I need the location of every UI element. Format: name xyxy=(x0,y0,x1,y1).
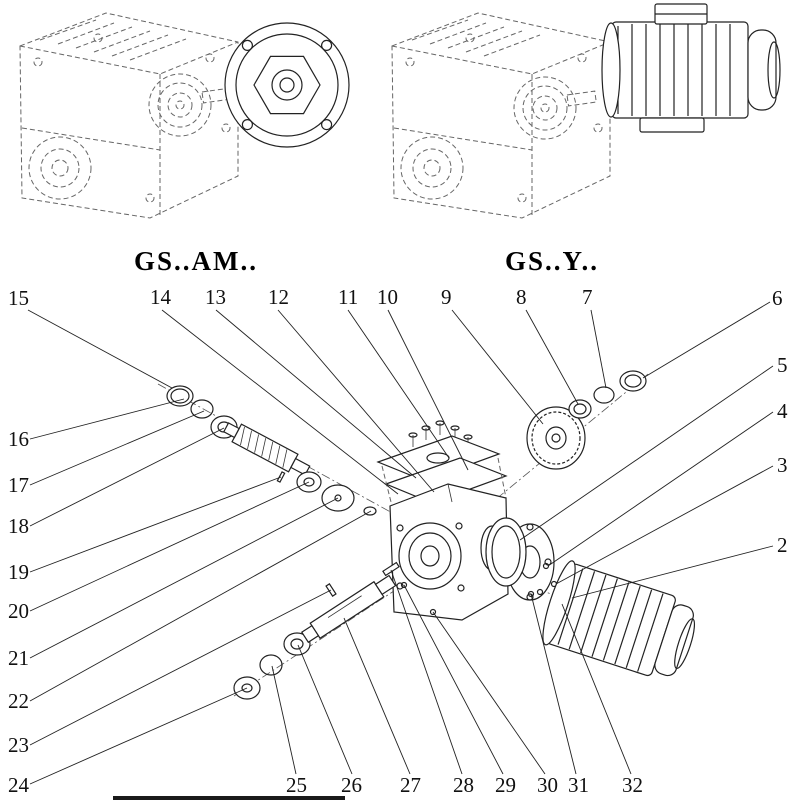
leader-22 xyxy=(29,510,372,702)
callout-3: 3 xyxy=(777,453,788,477)
callout-4: 4 xyxy=(777,399,788,423)
callout-2: 2 xyxy=(777,533,788,557)
leader-24 xyxy=(29,687,248,785)
leader-31 xyxy=(530,593,577,775)
housing-cover-parts xyxy=(376,420,508,507)
callout-14: 14 xyxy=(150,285,172,309)
callout-23: 23 xyxy=(8,733,29,757)
gear-housing xyxy=(389,483,509,621)
leader-9 xyxy=(451,309,544,425)
leader-5 xyxy=(519,365,774,541)
callout-22: 22 xyxy=(8,689,29,713)
motor-part xyxy=(542,560,696,677)
leader-10 xyxy=(387,309,469,471)
model-label-am: GS..AM.. xyxy=(134,246,258,276)
gearbox-y-illustration xyxy=(391,3,781,219)
leader-15 xyxy=(27,309,173,389)
callout-27: 27 xyxy=(400,773,421,797)
output-shaft-part xyxy=(300,574,397,644)
callout-29: 29 xyxy=(495,773,516,797)
leader-20 xyxy=(29,481,310,612)
leader-16 xyxy=(29,398,185,440)
leader-4 xyxy=(547,411,774,567)
bottom-edge-mark xyxy=(113,796,345,800)
callout-26: 26 xyxy=(341,773,362,797)
leader-27 xyxy=(343,617,411,775)
callout-9: 9 xyxy=(441,285,452,309)
callout-24: 24 xyxy=(8,773,30,797)
leader-17 xyxy=(29,410,205,486)
callout-10: 10 xyxy=(377,285,398,309)
callout-12: 12 xyxy=(268,285,289,309)
callout-7: 7 xyxy=(582,285,593,309)
leader-21 xyxy=(29,497,339,659)
callout-13: 13 xyxy=(205,285,226,309)
leader-6 xyxy=(642,301,771,379)
electric-motor-y xyxy=(601,3,781,133)
callout-25: 25 xyxy=(286,773,307,797)
callout-17: 17 xyxy=(8,473,29,497)
leader-29 xyxy=(403,584,504,775)
leader-3 xyxy=(555,465,774,585)
output-shaft-parts xyxy=(233,561,437,700)
callout-18: 18 xyxy=(8,514,29,538)
callout-15: 15 xyxy=(8,286,29,310)
worm-shaft-part xyxy=(222,422,311,476)
input-shaft-parts xyxy=(166,385,377,516)
input-shaft-boss-y xyxy=(513,76,597,140)
callout-30: 30 xyxy=(537,773,558,797)
leader-30 xyxy=(432,611,546,775)
leader-13 xyxy=(215,309,417,479)
callout-11: 11 xyxy=(338,285,358,309)
leader-2 xyxy=(571,545,774,599)
callout-8: 8 xyxy=(516,285,527,309)
leader-18 xyxy=(29,427,225,527)
output-flange-am xyxy=(224,22,350,148)
leader-26 xyxy=(297,644,353,775)
leader-lines xyxy=(27,301,774,785)
model-label-y: GS..Y.. xyxy=(505,246,599,276)
input-shaft-boss-am xyxy=(148,73,232,137)
callout-numbers: 15 14 13 12 11 10 9 8 7 6 5 4 3 2 16 17 … xyxy=(8,285,788,797)
callout-6: 6 xyxy=(772,286,783,310)
exploded-view xyxy=(157,370,696,700)
callout-31: 31 xyxy=(568,773,589,797)
leader-28 xyxy=(390,569,463,775)
callout-16: 16 xyxy=(8,427,29,451)
leader-8 xyxy=(525,309,579,405)
leader-14 xyxy=(161,309,399,495)
leader-25 xyxy=(271,665,297,775)
worm-wheel-parts xyxy=(526,370,647,470)
leader-19 xyxy=(29,476,282,573)
leader-23 xyxy=(29,589,332,746)
callout-21: 21 xyxy=(8,646,29,670)
callout-19: 19 xyxy=(8,560,29,584)
leader-7 xyxy=(590,309,607,389)
motor-flange-parts xyxy=(485,517,564,604)
callout-32: 32 xyxy=(622,773,643,797)
leader-12 xyxy=(277,309,435,493)
leader-32 xyxy=(561,603,632,775)
callout-20: 20 xyxy=(8,599,29,623)
leader-11 xyxy=(347,309,450,459)
callout-28: 28 xyxy=(453,773,474,797)
gearbox-am-illustration xyxy=(19,12,350,219)
callout-5: 5 xyxy=(777,353,788,377)
